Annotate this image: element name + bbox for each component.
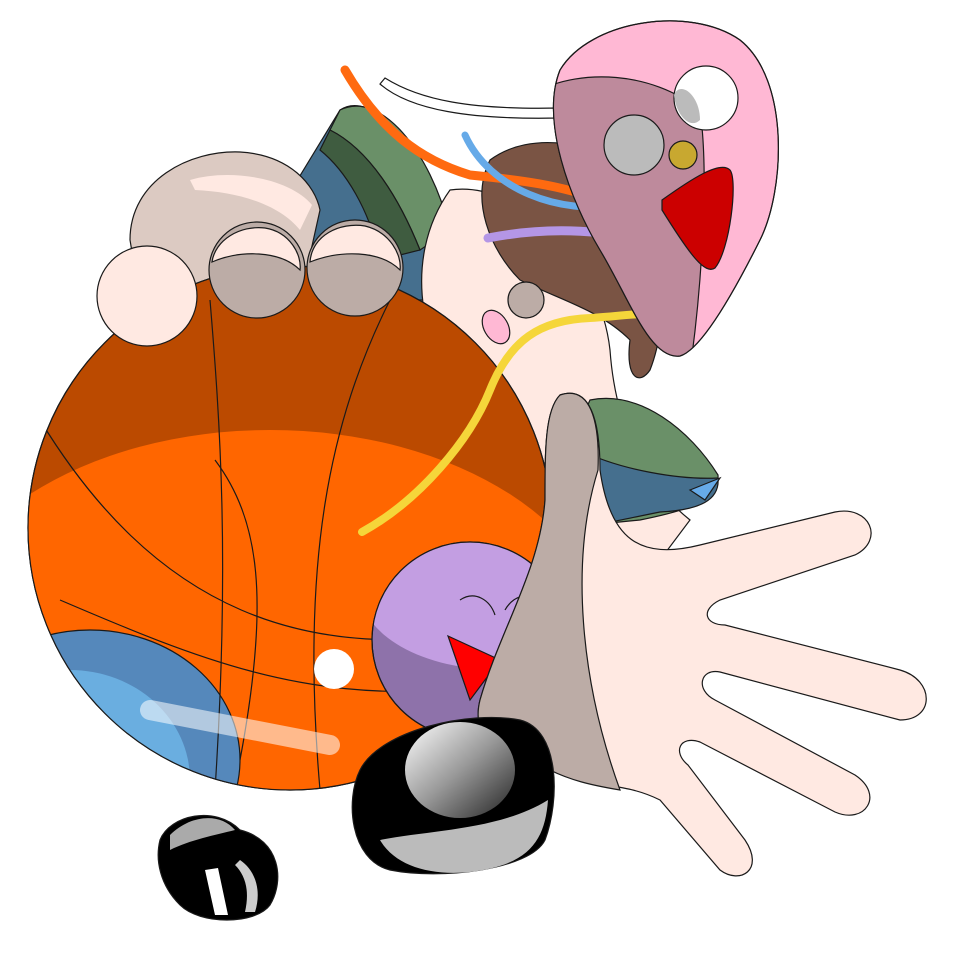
fingertips (96, 219, 404, 347)
large-stone (351, 716, 555, 875)
red-triangle (446, 634, 501, 702)
yellow-cord (358, 309, 664, 536)
orange-cord (340, 65, 605, 205)
front-cloth (578, 397, 722, 526)
open-hand (477, 392, 927, 877)
ball-shine (140, 700, 340, 755)
mask-red-nose (661, 166, 734, 270)
white-cord (379, 77, 561, 119)
mouth (481, 309, 511, 345)
ball-highlight (314, 649, 354, 689)
mask-eye-grey (603, 114, 665, 176)
face-ear (507, 281, 545, 319)
small-stone (157, 815, 279, 921)
mask-gold-dot (668, 140, 698, 170)
